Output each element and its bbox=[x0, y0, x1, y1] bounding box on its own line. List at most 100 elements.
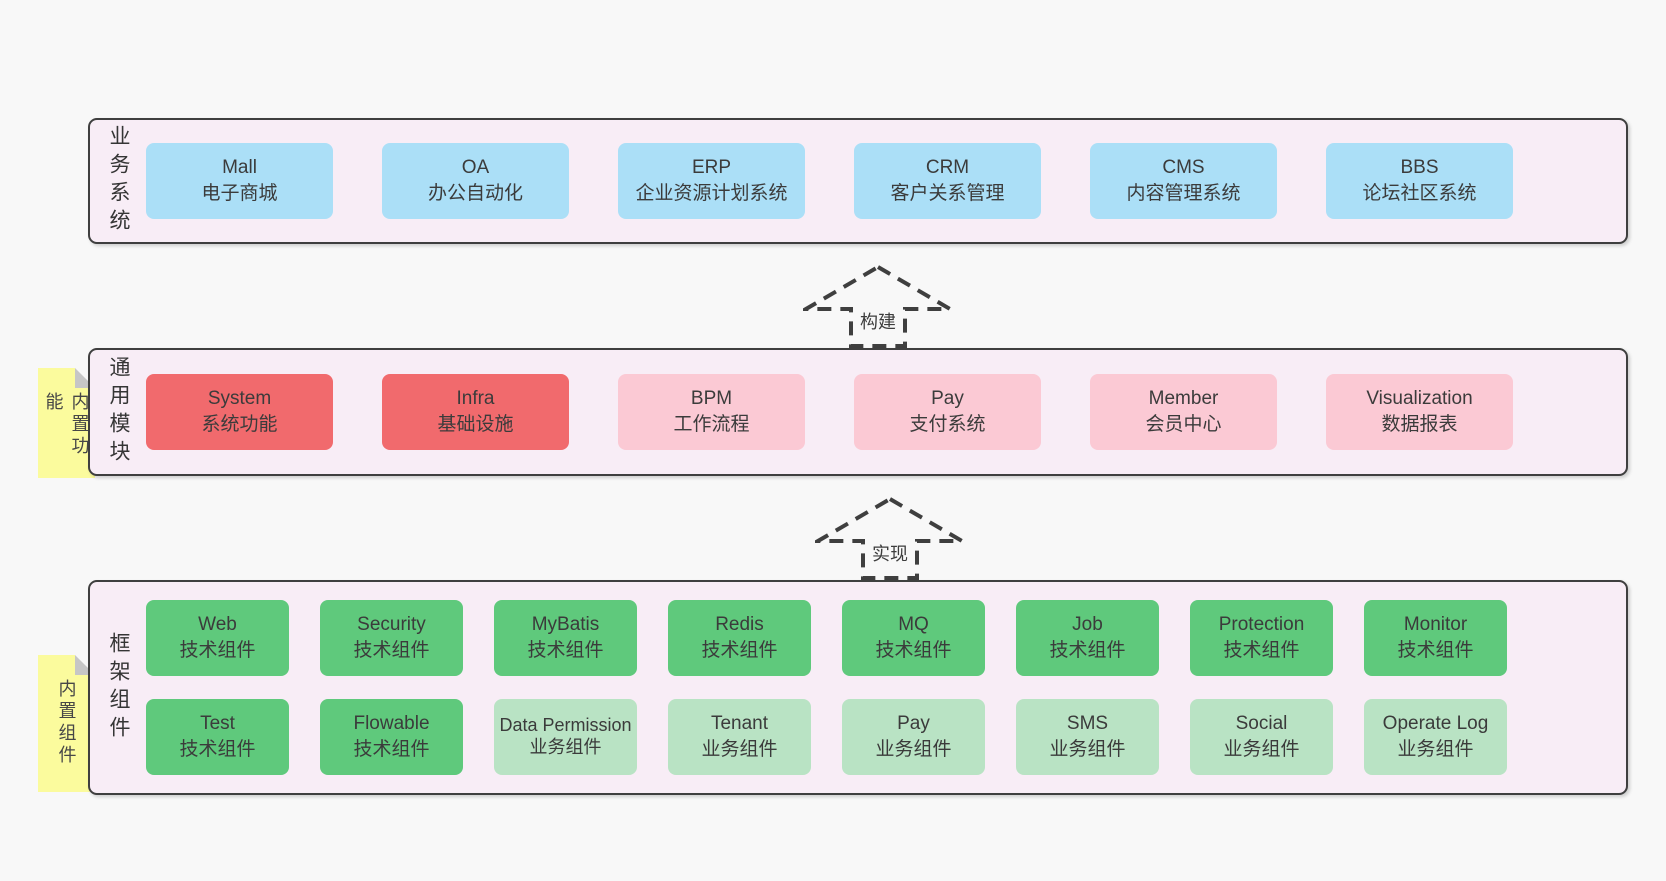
box-subtitle: 客户关系管理 bbox=[890, 183, 1005, 204]
box-infra: Infra 基础设施 bbox=[382, 374, 569, 450]
sticky-note-builtin-features: 内置功能 bbox=[38, 368, 95, 478]
box-title: Operate Log bbox=[1382, 712, 1489, 734]
box-subtitle: 业务组件 bbox=[875, 739, 952, 760]
box-social: Social 业务组件 bbox=[1190, 699, 1333, 775]
sticky-note-label: 内置组件 bbox=[56, 679, 77, 767]
box-bpm: BPM 工作流程 bbox=[618, 374, 805, 450]
band-common-content: System 系统功能 Infra 基础设施 BPM 工作流程 Pay 支付系统… bbox=[146, 350, 1626, 474]
box-title: MyBatis bbox=[531, 613, 600, 635]
box-cms: CMS 内容管理系统 bbox=[1090, 143, 1277, 219]
implement-arrow: 实现 bbox=[815, 495, 965, 580]
box-title: Security bbox=[357, 613, 426, 635]
box-title: Monitor bbox=[1403, 613, 1468, 635]
box-title: ERP bbox=[691, 156, 732, 178]
sticky-note-label: 内置功能 bbox=[43, 392, 90, 458]
box-protection: Protection 技术组件 bbox=[1190, 600, 1333, 676]
box-bbs: BBS 论坛社区系统 bbox=[1326, 143, 1513, 219]
box-subtitle: 技术组件 bbox=[701, 640, 778, 661]
box-subtitle: 业务组件 bbox=[1397, 739, 1474, 760]
dashed-up-arrow-icon bbox=[815, 496, 965, 580]
box-subtitle: 会员中心 bbox=[1145, 414, 1222, 435]
box-title: Flowable bbox=[353, 712, 430, 734]
box-subtitle: 技术组件 bbox=[1049, 640, 1126, 661]
box-mq: MQ 技术组件 bbox=[842, 600, 985, 676]
box-visualization: Visualization 数据报表 bbox=[1326, 374, 1513, 450]
box-title: Social bbox=[1235, 712, 1288, 734]
band-label-framework-components: 框架组件 bbox=[107, 631, 130, 744]
box-subtitle: 业务组件 bbox=[529, 737, 602, 757]
box-subtitle: 基础设施 bbox=[437, 414, 514, 435]
box-title: OA bbox=[461, 156, 490, 178]
build-arrow: 构建 bbox=[803, 263, 953, 348]
box-member: Member 会员中心 bbox=[1090, 374, 1277, 450]
box-subtitle: 论坛社区系统 bbox=[1362, 183, 1477, 204]
box-security: Security 技术组件 bbox=[320, 600, 463, 676]
box-subtitle: 办公自动化 bbox=[427, 183, 523, 204]
arrow-label-implement: 实现 bbox=[869, 540, 911, 566]
box-title: Pay bbox=[931, 387, 964, 409]
box-test: Test 技术组件 bbox=[146, 699, 289, 775]
box-title: Member bbox=[1148, 387, 1219, 409]
box-title: BPM bbox=[690, 387, 733, 409]
box-title: Test bbox=[200, 712, 235, 734]
box-title: Redis bbox=[715, 613, 764, 635]
box-subtitle: 技术组件 bbox=[875, 640, 952, 661]
box-mybatis: MyBatis 技术组件 bbox=[494, 600, 637, 676]
box-title: Data Permission bbox=[499, 715, 632, 736]
band-framework-components: 框架组件 Web 技术组件 Security 技术组件 MyBatis 技术组件… bbox=[88, 580, 1628, 795]
box-subtitle: 技术组件 bbox=[1223, 640, 1300, 661]
box-title: Job bbox=[1072, 613, 1103, 635]
box-title: BBS bbox=[1400, 156, 1439, 178]
band-framework-content: Web 技术组件 Security 技术组件 MyBatis 技术组件 Redi… bbox=[146, 582, 1626, 793]
box-subtitle: 技术组件 bbox=[527, 640, 604, 661]
box-subtitle: 企业资源计划系统 bbox=[635, 183, 788, 204]
box-title: Pay bbox=[897, 712, 930, 734]
box-subtitle: 业务组件 bbox=[1223, 739, 1300, 760]
box-oa: OA 办公自动化 bbox=[382, 143, 569, 219]
box-redis: Redis 技术组件 bbox=[668, 600, 811, 676]
band-label-common-modules: 通用模块 bbox=[107, 356, 130, 468]
band-common-modules: 通用模块 System 系统功能 Infra 基础设施 BPM 工作流程 Pay… bbox=[88, 348, 1628, 476]
band-label-business-systems: 业务系统 bbox=[107, 125, 130, 237]
box-title: System bbox=[207, 387, 272, 409]
box-title: Mall bbox=[222, 156, 257, 178]
dashed-up-arrow-icon bbox=[803, 264, 953, 348]
sticky-note-builtin-components: 内置组件 bbox=[38, 655, 95, 792]
box-sms: SMS 业务组件 bbox=[1016, 699, 1159, 775]
box-web: Web 技术组件 bbox=[146, 600, 289, 676]
box-flowable: Flowable 技术组件 bbox=[320, 699, 463, 775]
box-title: Visualization bbox=[1366, 387, 1473, 409]
box-subtitle: 支付系统 bbox=[909, 414, 986, 435]
box-title: Infra bbox=[456, 387, 495, 409]
box-pay-component: Pay 业务组件 bbox=[842, 699, 985, 775]
band-business-content: Mall 电子商城 OA 办公自动化 ERP 企业资源计划系统 CRM 客户关系… bbox=[146, 120, 1626, 242]
band-business-systems: 业务系统 Mall 电子商城 OA 办公自动化 ERP 企业资源计划系统 CRM… bbox=[88, 118, 1628, 244]
box-title: CMS bbox=[1162, 156, 1205, 178]
box-erp: ERP 企业资源计划系统 bbox=[618, 143, 805, 219]
box-crm: CRM 客户关系管理 bbox=[854, 143, 1041, 219]
box-monitor: Monitor 技术组件 bbox=[1364, 600, 1507, 676]
box-mall: Mall 电子商城 bbox=[146, 143, 333, 219]
box-title: Web bbox=[198, 613, 237, 635]
box-data-permission: Data Permission 业务组件 bbox=[494, 699, 637, 775]
box-subtitle: 业务组件 bbox=[1049, 739, 1126, 760]
arrow-label-build: 构建 bbox=[857, 308, 899, 334]
box-system: System 系统功能 bbox=[146, 374, 333, 450]
box-subtitle: 系统功能 bbox=[201, 414, 278, 435]
box-subtitle: 内容管理系统 bbox=[1126, 183, 1241, 204]
box-pay-system: Pay 支付系统 bbox=[854, 374, 1041, 450]
box-subtitle: 业务组件 bbox=[701, 739, 778, 760]
box-subtitle: 技术组件 bbox=[1397, 640, 1474, 661]
box-title: Tenant bbox=[710, 712, 769, 734]
box-title: CRM bbox=[925, 156, 970, 178]
box-tenant: Tenant 业务组件 bbox=[668, 699, 811, 775]
box-title: Protection bbox=[1218, 613, 1305, 635]
box-title: MQ bbox=[898, 613, 929, 635]
box-subtitle: 技术组件 bbox=[353, 640, 430, 661]
box-subtitle: 工作流程 bbox=[673, 414, 750, 435]
box-subtitle: 电子商城 bbox=[201, 183, 278, 204]
box-subtitle: 技术组件 bbox=[353, 739, 430, 760]
box-title: SMS bbox=[1066, 712, 1109, 734]
box-operate-log: Operate Log 业务组件 bbox=[1364, 699, 1507, 775]
